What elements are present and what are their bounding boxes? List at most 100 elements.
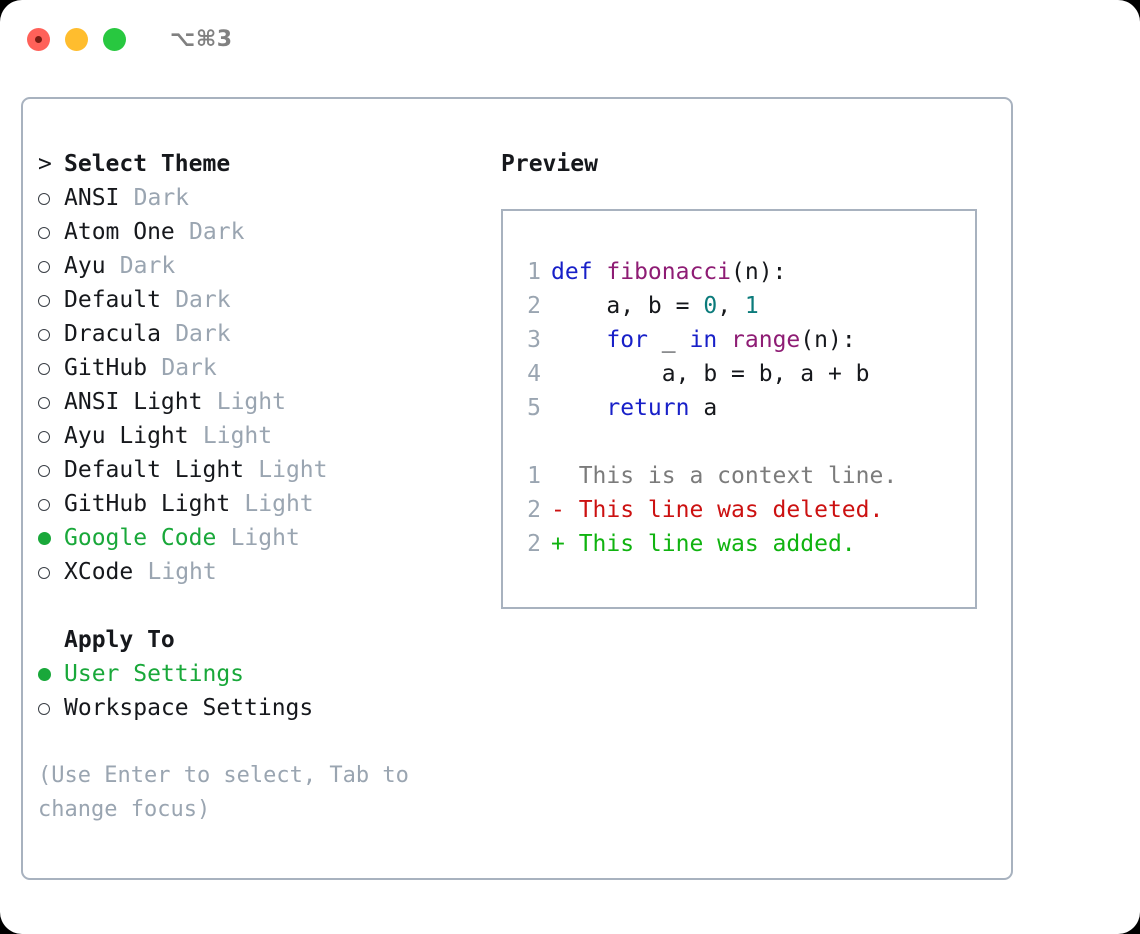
theme-item-label: Dracula xyxy=(64,321,161,347)
radio-dot xyxy=(38,261,50,273)
code-line-number: 1 xyxy=(527,259,541,285)
diff-line-del: 2 - This line was deleted. xyxy=(517,493,969,527)
diff-line-add: 2+ This line was added. xyxy=(517,527,969,561)
radio-unselected-icon[interactable] xyxy=(38,318,64,352)
diff-line-number: 1 xyxy=(527,463,541,489)
radio-dot xyxy=(38,532,51,545)
radio-unselected-icon[interactable] xyxy=(38,284,64,318)
radio-unselected-icon[interactable] xyxy=(38,420,64,454)
code-line-text: return a xyxy=(551,391,717,425)
theme-item-label: Ayu Light xyxy=(64,423,189,449)
radio-unselected-icon[interactable] xyxy=(38,692,64,726)
radio-selected-icon[interactable] xyxy=(38,522,64,556)
code-line: 4 a, b = b, a + b xyxy=(517,357,969,391)
radio-dot xyxy=(38,668,51,681)
diff-sample: 1 This is a context line. 2 - This line wa… xyxy=(517,459,969,561)
theme-category-tag: Light xyxy=(244,491,314,517)
apply-option-label: User Settings xyxy=(64,661,245,687)
diff-line-number: 2 xyxy=(527,531,541,557)
theme-item-label: Ayu xyxy=(64,253,106,279)
theme-picker-title: Select Theme xyxy=(64,151,231,177)
code-token-num: 1 xyxy=(744,293,759,319)
code-line-number: 4 xyxy=(527,361,541,387)
keyboard-shortcut-label: ⌥⌘3 xyxy=(170,26,233,52)
radio-selected-icon[interactable] xyxy=(38,658,64,692)
code-token-pl: (n): xyxy=(731,259,787,285)
radio-unselected-icon[interactable] xyxy=(38,182,64,216)
theme-category-tag: Light xyxy=(258,457,328,483)
list-spacer xyxy=(38,589,498,623)
apply-option-workspace-settings[interactable]: Workspace Settings xyxy=(38,691,498,725)
radio-dot xyxy=(38,193,50,205)
radio-unselected-icon[interactable] xyxy=(38,454,64,488)
code-line: 5 return a xyxy=(517,391,969,425)
code-token-fn: fibonacci xyxy=(606,259,732,285)
theme-item-label: XCode xyxy=(64,559,134,585)
code-token-pl xyxy=(717,327,731,353)
theme-item-ansi[interactable]: ANSI Dark xyxy=(38,181,498,215)
theme-item-label: Atom One xyxy=(64,219,175,245)
code-token-pl xyxy=(551,327,606,353)
code-token-kw: in xyxy=(689,327,718,353)
theme-category-tag: Dark xyxy=(133,185,190,211)
code-line-number: 5 xyxy=(527,395,541,421)
theme-item-label: GitHub xyxy=(64,355,148,381)
code-token-pl: a, b = b, a + b xyxy=(551,361,870,387)
code-token-pl: a, b = xyxy=(551,293,704,319)
radio-dot xyxy=(38,329,50,341)
close-window-button[interactable] xyxy=(27,27,50,51)
code-token-pl: a xyxy=(689,395,718,421)
code-token-kw: return xyxy=(606,395,690,421)
theme-category-tag: Light xyxy=(230,525,300,551)
theme-category-tag: Light xyxy=(202,423,273,449)
radio-unselected-icon[interactable] xyxy=(38,556,64,590)
code-line-number: 2 xyxy=(527,293,541,319)
theme-category-tag: Dark xyxy=(175,287,231,313)
diff-line-text: - This line was deleted. xyxy=(551,497,884,523)
theme-item-ayu-light[interactable]: Ayu Light Light xyxy=(38,419,498,453)
radio-dot xyxy=(38,703,50,715)
diff-line-number: 2 xyxy=(527,497,541,523)
theme-item-label: ANSI xyxy=(64,185,120,211)
radio-unselected-icon[interactable] xyxy=(38,250,64,284)
radio-unselected-icon[interactable] xyxy=(38,386,64,420)
theme-item-github[interactable]: GitHub Dark xyxy=(38,351,498,385)
code-token-pl xyxy=(551,395,606,421)
theme-category-tag: Dark xyxy=(161,355,217,381)
apply-option-user-settings[interactable]: User Settings xyxy=(38,657,498,691)
apply-option-label: Workspace Settings xyxy=(64,695,314,721)
theme-item-label: ANSI Light xyxy=(64,389,203,415)
code-line: 1 def fibonacci(n): xyxy=(517,255,969,289)
radio-dot xyxy=(38,363,50,375)
preview-title: Preview xyxy=(501,151,598,177)
code-line-text: def fibonacci(n): xyxy=(551,255,786,289)
radio-unselected-icon[interactable] xyxy=(38,488,64,522)
radio-dot xyxy=(38,227,50,239)
theme-item-default-light[interactable]: Default Light Light xyxy=(38,453,498,487)
diff-line-text: This is a context line. xyxy=(551,463,898,489)
minimize-window-button[interactable] xyxy=(65,27,88,51)
code-token-pl: _ xyxy=(647,327,690,353)
code-blank-line xyxy=(517,425,969,459)
radio-unselected-icon[interactable] xyxy=(38,352,64,386)
radio-dot xyxy=(38,397,50,409)
diff-line-ctx: 1 This is a context line. xyxy=(517,459,969,493)
code-token-fn: range xyxy=(731,327,801,353)
radio-dot xyxy=(38,431,50,443)
radio-unselected-icon[interactable] xyxy=(38,216,64,250)
maximize-window-button[interactable] xyxy=(103,27,126,51)
theme-item-label: Default Light xyxy=(64,457,245,483)
